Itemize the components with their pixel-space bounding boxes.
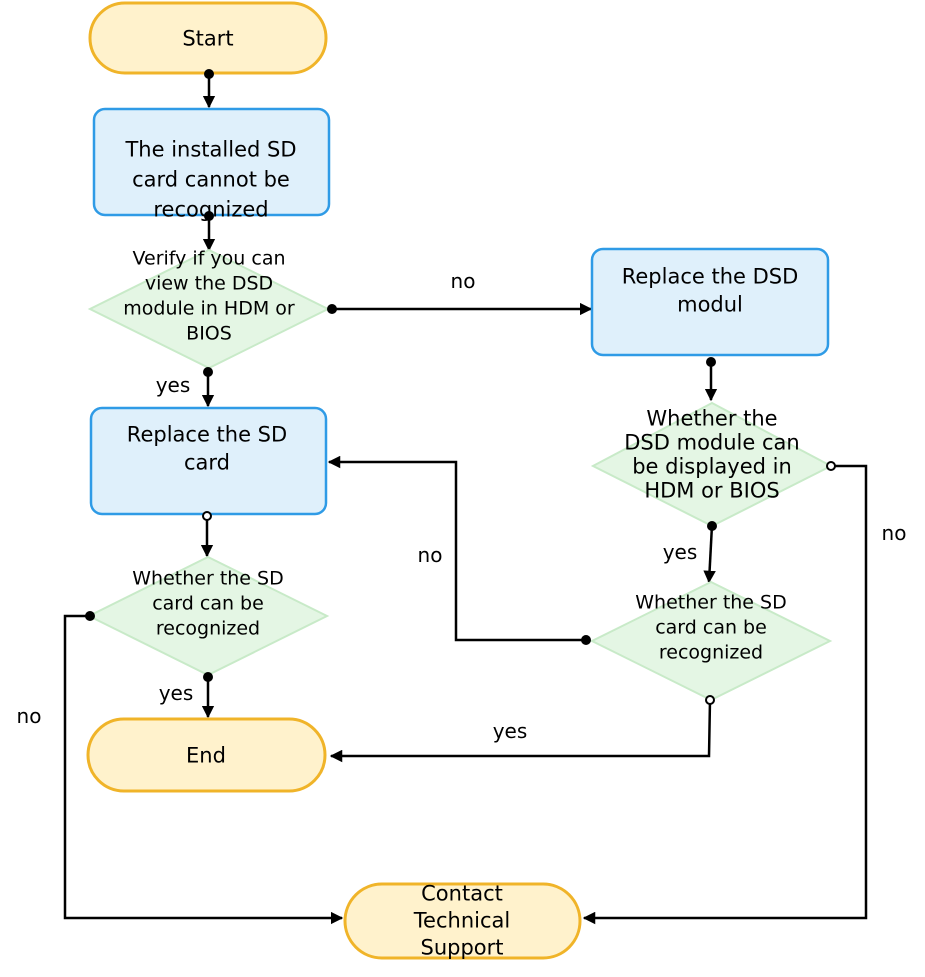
node-end: End xyxy=(86,717,327,793)
connection-dot xyxy=(203,367,213,377)
connection-dot xyxy=(204,211,214,221)
connection-dot xyxy=(203,672,213,682)
start-label: Start xyxy=(182,26,233,50)
verify-no-label: no xyxy=(451,269,476,293)
dsd-displayed-line: HDM or BIOS xyxy=(644,478,779,502)
sd-recognized-left-line: card can be xyxy=(152,593,264,615)
end-label: End xyxy=(186,743,226,767)
connection-dot xyxy=(327,304,337,314)
sd-not-recognized-line: card cannot be xyxy=(132,167,290,191)
dsd-displayed-no-label: no xyxy=(882,521,907,545)
sd-recognized-left-line: recognized xyxy=(156,618,260,640)
node-sd-recognized-right: Whether the SD card can be recognized xyxy=(589,580,833,702)
edge-dsd-displayed-no-to-support xyxy=(582,464,868,925)
edge-left-sd-no-to-support xyxy=(63,614,344,925)
connection-dot xyxy=(581,635,591,645)
start-line: Start xyxy=(182,26,233,50)
node-verify-dsd: Verify if you can view the DSD module in H… xyxy=(87,248,331,370)
verify-yes-label: yes xyxy=(156,373,191,397)
terminator-shape xyxy=(86,717,327,793)
replace-dsd-label: Replace the DSD modul xyxy=(622,264,799,316)
sd-not-recognized-line: The installed SD xyxy=(124,137,296,161)
edge-dsd-displayed-yes-to-right-sd xyxy=(703,524,716,584)
dsd-displayed-line: DSD module can xyxy=(624,430,799,454)
connectors xyxy=(63,75,868,925)
contact-support-line: Technical xyxy=(413,908,510,932)
dsd-displayed-line: be displayed in xyxy=(632,454,792,478)
connection-dot xyxy=(706,357,716,367)
sd-recognized-left-label: Whether the SD card can be recognized xyxy=(132,568,283,640)
connection-ring xyxy=(826,461,836,471)
contact-support-line: Support xyxy=(420,935,503,959)
sd-recognized-left-line: Whether the SD xyxy=(132,568,283,590)
dsd-displayed-line: Whether the xyxy=(646,406,777,430)
connection-points xyxy=(85,69,836,705)
left-sd-yes-label: yes xyxy=(159,681,194,705)
replace-sd-label: Replace the SD card xyxy=(127,422,287,474)
verify-dsd-line: module in HDM or xyxy=(123,298,295,320)
replace-dsd-line: Replace the DSD xyxy=(622,264,799,288)
terminator-shape xyxy=(343,882,582,960)
right-sd-no-label: no xyxy=(418,543,443,567)
process-shape xyxy=(590,247,830,357)
left-sd-no-label: no xyxy=(17,704,42,728)
contact-support-line: Contact xyxy=(421,881,503,905)
replace-sd-line: Replace the SD xyxy=(127,422,287,446)
connection-dot xyxy=(85,611,95,621)
sd-recognized-right-line: card can be xyxy=(655,617,767,639)
connection-dot xyxy=(204,69,214,79)
edge-right-sd-no-to-replace-sd xyxy=(327,455,585,642)
replace-sd-line: card xyxy=(184,450,230,474)
verify-dsd-line: view the DSD xyxy=(145,273,273,295)
end-line: End xyxy=(186,743,226,767)
edge-right-sd-yes-to-end xyxy=(329,699,712,763)
verify-dsd-line: Verify if you can xyxy=(132,248,285,270)
node-start: Start xyxy=(88,1,328,75)
edge-labels: no yes yes no no yes yes no xyxy=(17,269,907,743)
connection-ring xyxy=(202,511,212,521)
sd-recognized-right-label: Whether the SD card can be recognized xyxy=(635,592,786,664)
node-replace-sd: Replace the SD card xyxy=(89,406,328,516)
connection-ring xyxy=(705,695,715,705)
verify-dsd-line: BIOS xyxy=(186,323,232,345)
right-sd-yes-label: yes xyxy=(493,719,528,743)
node-replace-dsd: Replace the DSD modul xyxy=(590,247,830,357)
node-sd-recognized-left: Whether the SD card can be recognized xyxy=(86,555,330,677)
sd-recognized-right-line: Whether the SD xyxy=(635,592,786,614)
replace-dsd-line: modul xyxy=(677,292,743,316)
connection-dot xyxy=(707,521,717,531)
verify-dsd-label: Verify if you can view the DSD module in H… xyxy=(123,248,295,345)
sd-recognized-right-line: recognized xyxy=(659,642,763,664)
dsd-displayed-yes-label: yes xyxy=(663,540,698,564)
